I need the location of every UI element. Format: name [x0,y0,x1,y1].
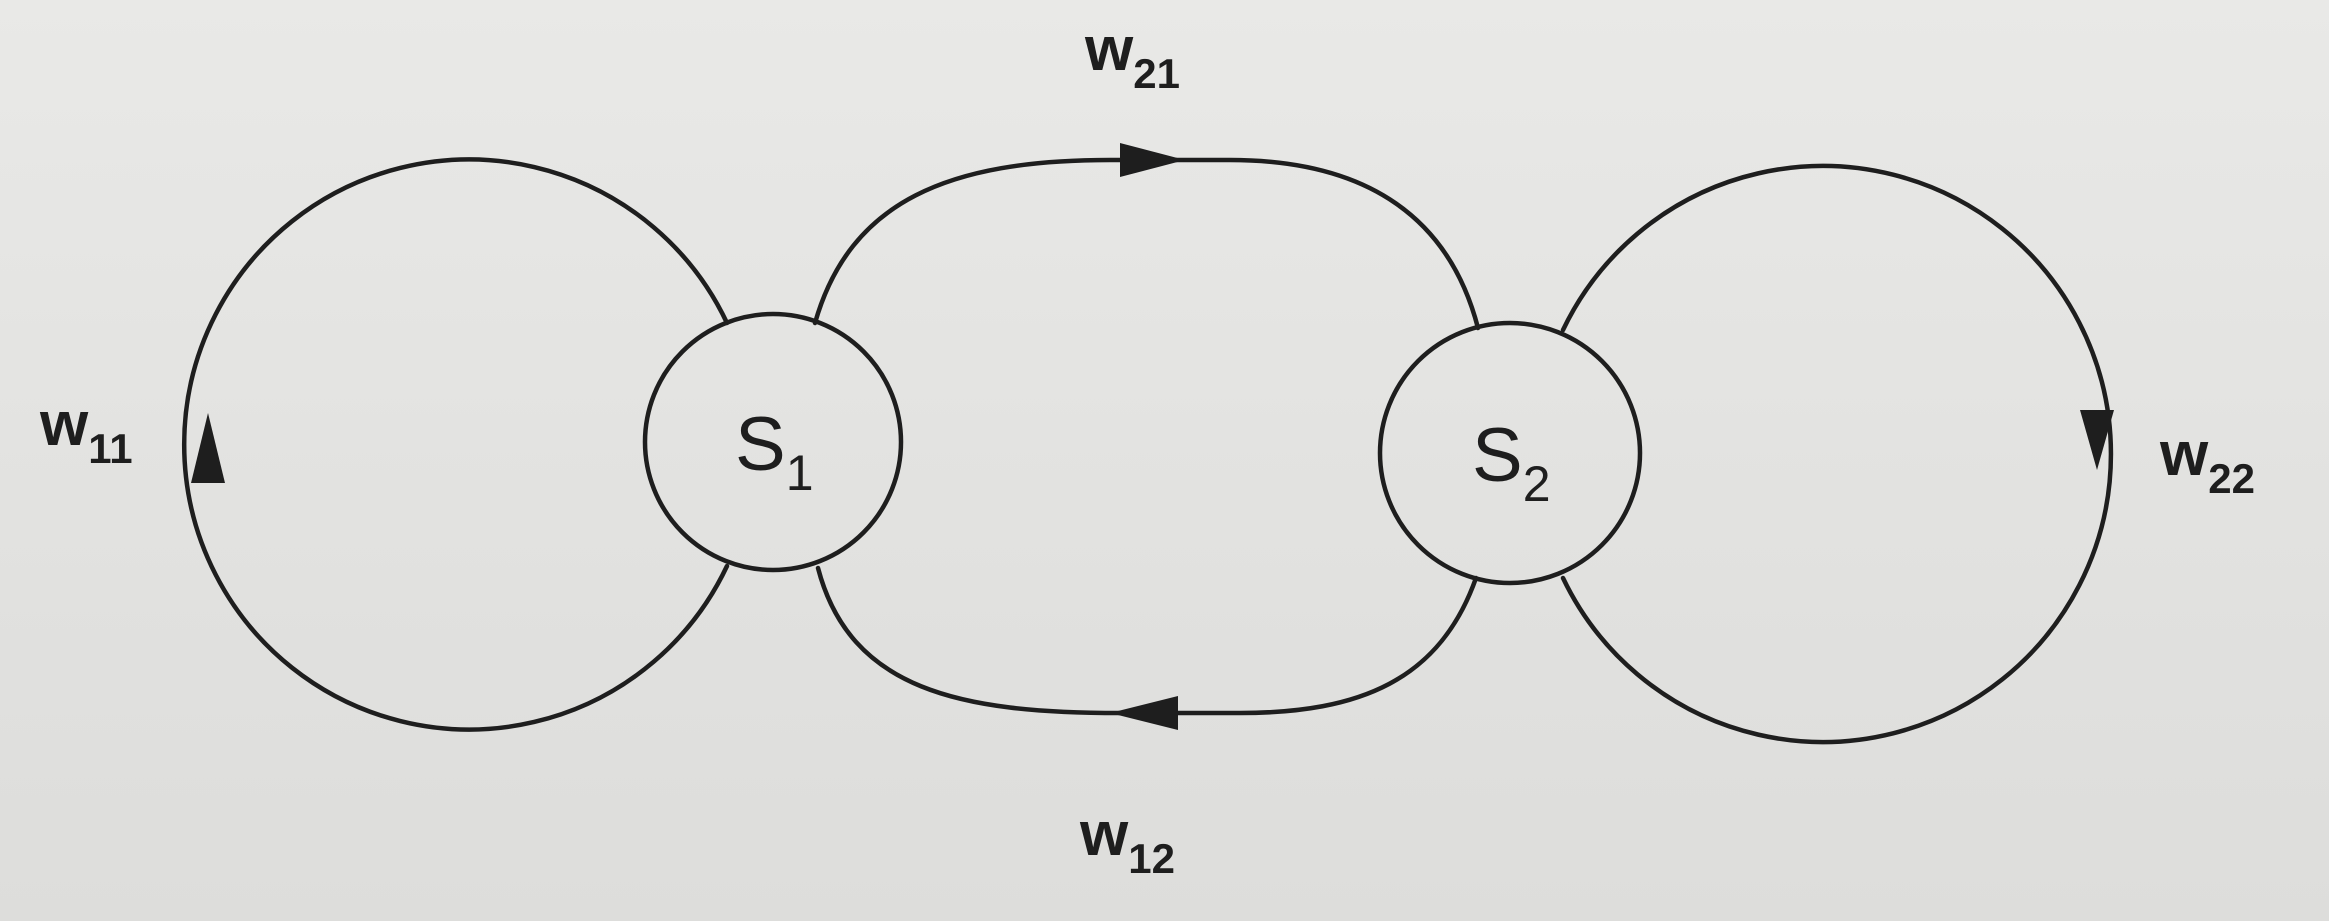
arrowhead-w22 [2080,410,2114,470]
edge-w12-label: w12 [1079,800,1175,882]
edge-w21-label: w21 [1084,15,1180,97]
node-s2: S2 [1377,320,1643,586]
node-s2-label: S2 [1472,413,1551,512]
arrowhead-w21 [1120,143,1185,177]
edge-w11 [181,157,730,732]
edge-w12 [815,565,1479,716]
edge-w21 [812,157,1481,331]
edge-w22-label: w22 [2159,420,2255,502]
node-s1: S1 [642,311,904,573]
edge-w11-label: w11 [39,390,133,472]
edge-w22 [1560,163,2114,745]
node-s1-circle [642,311,904,573]
arrowhead-w11 [191,413,225,483]
node-s1-label: S1 [735,402,814,501]
arrowhead-w12 [1110,696,1178,730]
node-s2-circle [1377,320,1643,586]
